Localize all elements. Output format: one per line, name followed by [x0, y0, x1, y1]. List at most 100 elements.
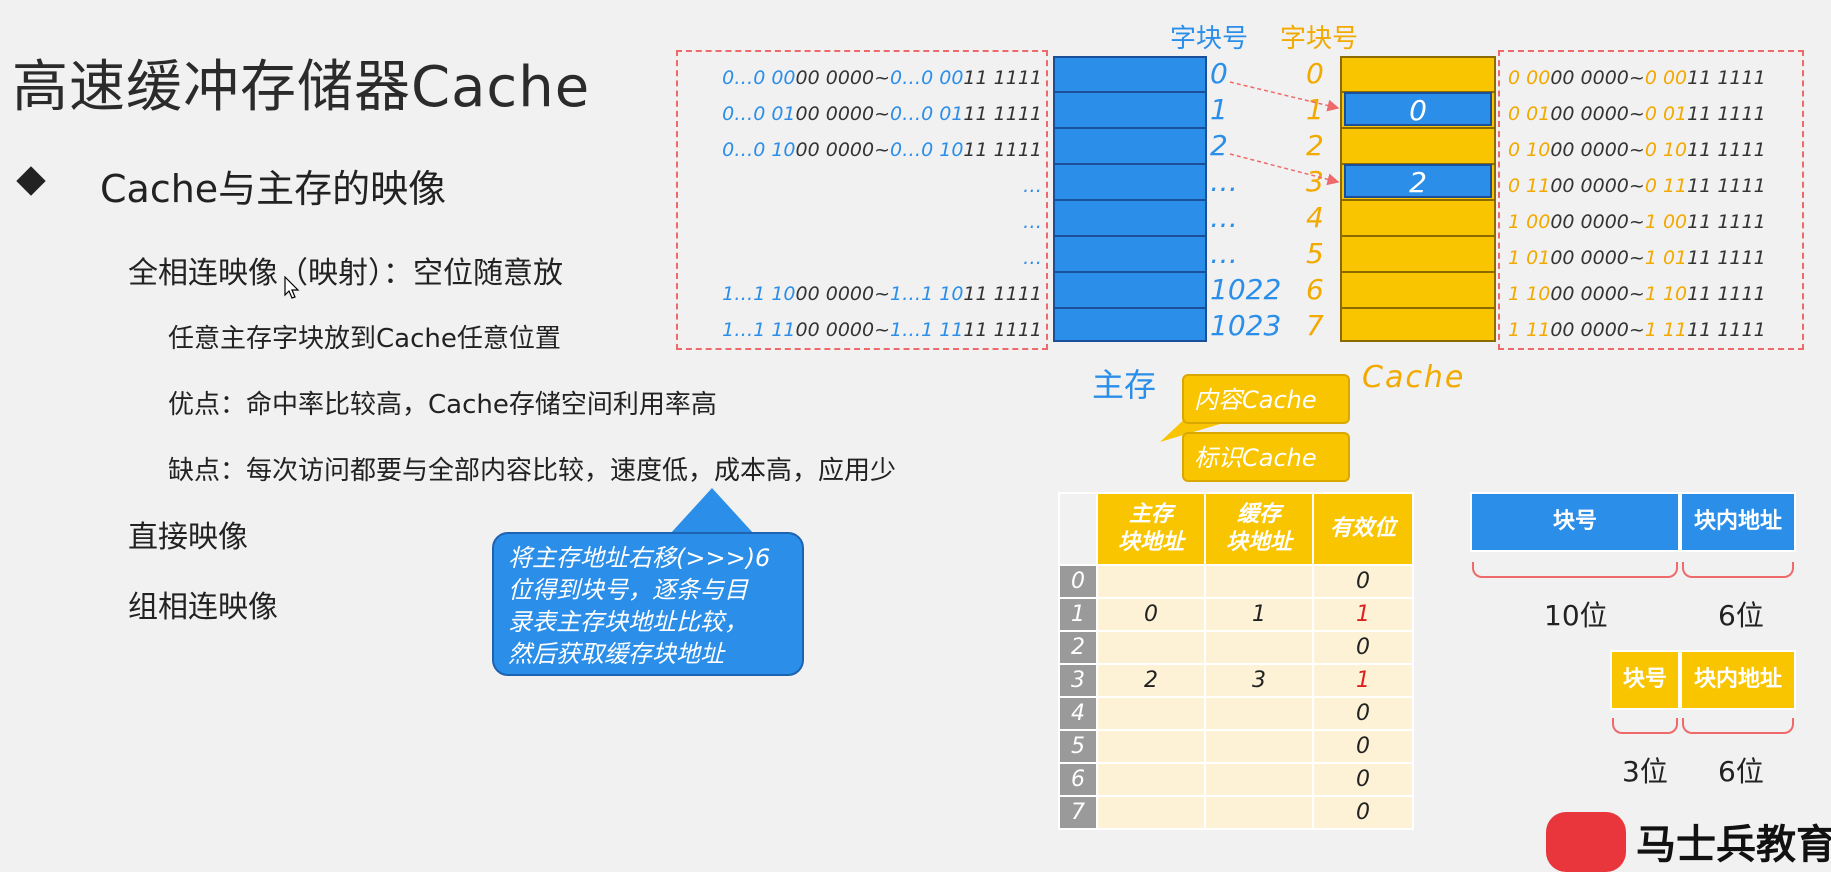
callout-line: 录表主存块地址比较， [508, 608, 748, 636]
cache-address-range-row: 0 1000 0000~0 1011 1111 [1508, 132, 1766, 168]
cache-block-bits: 3位 [1622, 755, 1668, 788]
callout-line: 位得到块号，逐条与目 [508, 576, 748, 604]
valid-bit-cell: 0 [1312, 762, 1414, 797]
address-range-row: 1…1 1000 0000~1…1 1011 1111 [684, 276, 1042, 312]
address-range-row: 0…0 1000 0000~0…0 1011 1111 [684, 132, 1042, 168]
logo-text: 马士兵教育 [1636, 822, 1831, 868]
row-number: 2 [1058, 630, 1098, 665]
main-block-cell [1096, 564, 1206, 599]
address-block-bits: 0 01 [1644, 103, 1688, 125]
main-block-cell [1096, 729, 1206, 764]
main-memory-index: … [1210, 201, 1238, 234]
row-number: 0 [1058, 564, 1098, 599]
cache-index: 5 [1306, 237, 1324, 270]
arrow-2-to-3 [1229, 153, 1340, 186]
cons-text: 缺点：每次访问都要与全部内容比较，速度低，成本高，应用少 [168, 456, 897, 486]
address-block-bits: 0 10 [1508, 139, 1551, 161]
address-offset-bits: 00 0000~ [795, 103, 891, 125]
address-range-row: 0…0 0100 0000~0…0 0111 1111 [684, 96, 1042, 132]
address-block-bits: 1 01 [1508, 247, 1551, 269]
cache-block-cell [1204, 564, 1314, 599]
main-memory-index: … [1210, 165, 1238, 198]
address-offset-bits: 11 1111 [963, 139, 1042, 161]
pros-text: 优点：命中率比较高，Cache存储空间利用率高 [168, 390, 717, 420]
table-corner [1058, 492, 1098, 566]
row-number: 6 [1058, 762, 1098, 797]
memory-row-divider [1055, 127, 1205, 129]
full-associative-heading: 全相连映像（映射）：空位随意放 [128, 256, 563, 291]
address-offset-bits: 11 1111 [1687, 103, 1766, 125]
cache-block-cell [1204, 762, 1314, 797]
address-offset-bits: 00 0000~ [1550, 247, 1645, 269]
marker-cache-tag: 标识Cache [1182, 432, 1350, 482]
address-offset-bits: 00 0000~ [1550, 67, 1645, 89]
main-memory-index: 0 [1210, 57, 1228, 90]
cache-index: 2 [1306, 129, 1324, 162]
row-number: 4 [1058, 696, 1098, 731]
main-block-cell: 2 [1096, 663, 1206, 698]
main-block-bits: 10位 [1544, 599, 1608, 632]
address-block-bits: 0…0 01 [722, 103, 796, 125]
cache-offset-field: 块内地址 [1680, 650, 1796, 710]
cache-address-box [1498, 50, 1804, 350]
main-memory-index: 1 [1210, 93, 1228, 126]
address-range-row: … [684, 168, 1042, 204]
main-block-cell [1096, 696, 1206, 731]
address-offset-bits: 00 0000~ [795, 283, 891, 305]
address-block-bits: 1…1 10 [890, 283, 964, 305]
main-memory-address-box [676, 50, 1048, 350]
cache-offset-brace [1682, 718, 1794, 734]
cache-address-range-row: 0 0100 0000~0 0111 1111 [1508, 96, 1766, 132]
address-offset-bits: 11 1111 [963, 283, 1042, 305]
cache-index: 4 [1306, 201, 1324, 234]
address-block-bits: 0 11 [1644, 175, 1688, 197]
cache-block-cell: 3 [1204, 663, 1314, 698]
address-offset-bits: 11 1111 [1687, 247, 1766, 269]
main-block-cell: 0 [1096, 597, 1206, 632]
address-offset-bits: … [1023, 175, 1042, 197]
valid-bit-cell: 1 [1312, 597, 1414, 632]
callout-box: 将主存地址右移(>>>)6 位得到块号，逐条与目 录表主存块地址比较， 然后获取… [492, 532, 804, 676]
valid-bit-cell: 0 [1312, 630, 1414, 665]
cache-index: 7 [1306, 309, 1324, 342]
mapping-arrows [1229, 81, 1340, 186]
cache-block-field: 块号 [1610, 650, 1680, 710]
full-associative-desc: 任意主存字块放到Cache任意位置 [168, 324, 561, 354]
callout-pointer [670, 488, 754, 534]
memory-row-divider [1055, 199, 1205, 201]
address-offset-bits: … [1023, 247, 1042, 269]
col-main-block: 主存 块地址 [1096, 492, 1206, 566]
arrow-0-to-1 [1229, 81, 1340, 112]
address-block-bits: 0 11 [1508, 175, 1551, 197]
row-number: 5 [1058, 729, 1098, 764]
cache-address-range-row: 1 0000 0000~1 0011 1111 [1508, 204, 1766, 240]
main-memory-label: 主存 [1092, 366, 1157, 404]
cache-row-divider [1342, 307, 1494, 309]
diamond-bullet-icon [16, 166, 46, 196]
address-offset-bits: 00 0000~ [795, 67, 891, 89]
row-number: 1 [1058, 597, 1098, 632]
valid-bit-cell: 1 [1312, 663, 1414, 698]
set-associative-item: 组相连映像 [128, 590, 278, 625]
address-block-bits: 1…1 11 [890, 319, 964, 341]
page-title: 高速缓冲存储器Cache [12, 55, 591, 120]
address-block-bits: 0 01 [1508, 103, 1551, 125]
main-block-brace [1472, 562, 1678, 578]
address-range-row: 0…0 0000 0000~0…0 0011 1111 [684, 60, 1042, 96]
address-offset-bits: 00 0000~ [1550, 283, 1645, 305]
address-offset-bits: 11 1111 [1687, 283, 1766, 305]
cache-row-divider [1342, 127, 1494, 129]
address-offset-bits: 00 0000~ [795, 319, 891, 341]
cache-block-brace [1612, 718, 1678, 734]
cache-row-divider [1342, 199, 1494, 201]
cache-index: 1 [1306, 93, 1324, 126]
address-offset-bits: 11 1111 [1687, 319, 1766, 341]
main-offset-bits: 6位 [1718, 599, 1764, 632]
section-heading: Cache与主存的映像 [100, 167, 447, 211]
